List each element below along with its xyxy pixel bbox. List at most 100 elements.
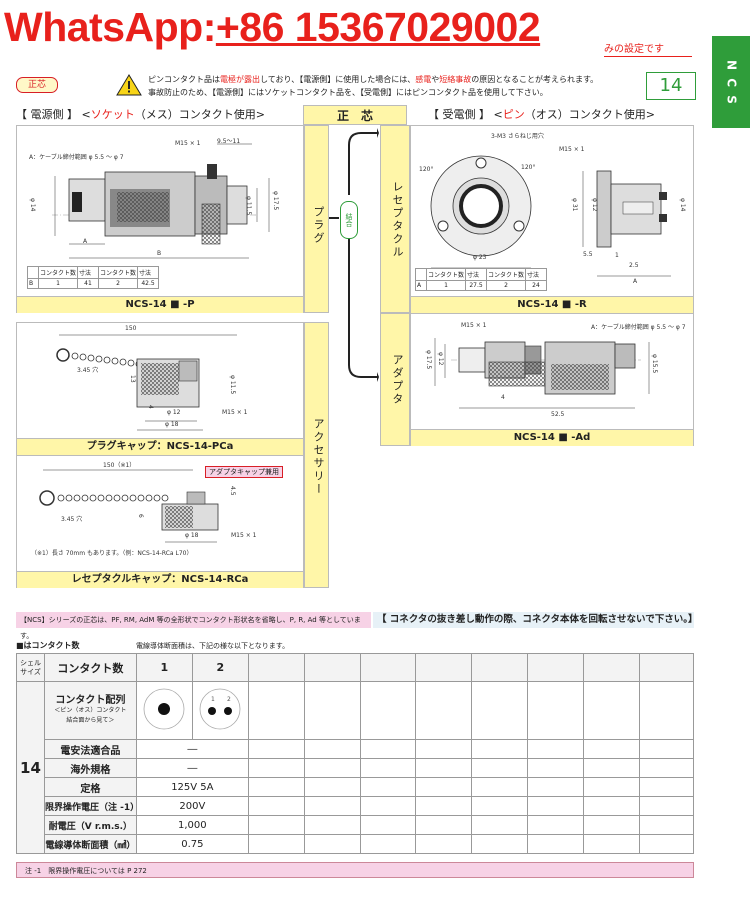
- receptacle-drawing: [430, 155, 671, 277]
- dim-angle-1: 120°: [419, 166, 434, 173]
- spec-header-row: シェル サイズ コンタクト数 1 2: [16, 653, 694, 682]
- adapter-drawing: [434, 338, 650, 409]
- dim-9511: 9.5〜11: [217, 138, 241, 145]
- layout-label: コンタクト配列: [55, 694, 126, 706]
- contact-count-subtitle: 電線導体断面積は、下記の様な以下となります。: [136, 642, 290, 650]
- mating-arrows: 結合: [329, 125, 379, 395]
- row-value-denan: ―: [135, 739, 249, 759]
- dim-d14-r: φ 14: [679, 198, 686, 212]
- adapter-cap-note: アダプタキャップ兼用: [205, 466, 283, 478]
- dim-13: 13: [129, 375, 136, 383]
- row-label-overseas: 海外規格: [43, 758, 137, 778]
- adapter-label-col: アダプタ: [380, 313, 410, 446]
- caption-adapter: NCS-14 ■ -Ad: [411, 429, 693, 446]
- dim-d155-ad: φ 15.5: [651, 354, 658, 374]
- receptacle-cap-drawing: [39, 469, 219, 543]
- dim-m15-rc: M15 × 1: [231, 532, 257, 539]
- dim-a-r: A: [633, 278, 638, 285]
- dim-4-ad: 4: [501, 394, 505, 401]
- warning-line-1: ピンコンタクト品は電極が露出しており、【電源側】に使用した場合には、感電や短絡事…: [148, 75, 599, 84]
- dim-150n: 150（※1）: [103, 462, 136, 469]
- dim-4-pc: 4: [147, 405, 154, 409]
- row-label-limit-voltage: 限界操作電圧（注 -1）: [43, 796, 139, 816]
- row-label-denan: 電安法適合品: [43, 739, 137, 759]
- dim-d12-ad: φ 12: [437, 352, 444, 366]
- dim-a: A: [83, 238, 88, 245]
- col-header-2: 2: [191, 653, 249, 682]
- layout-label-cell: コンタクト配列 ＜ピン（オス）コンタクト 結合面から見て＞: [43, 681, 137, 740]
- layout-1pin-icon: [143, 688, 185, 730]
- dim-m15-pc: M15 × 1: [222, 409, 248, 416]
- caption-receptacle: NCS-14 ■ -R: [411, 296, 693, 313]
- dim-1: 1: [615, 252, 619, 259]
- dim-cable-range: A：ケーブル締付範囲 φ 5.5 〜 φ 7: [29, 154, 124, 161]
- dim-d18-rc: φ 18: [185, 532, 199, 539]
- dim-d31: φ 31: [571, 198, 578, 212]
- dim-m15: M15 × 1: [175, 140, 201, 147]
- dim-25: 2.5: [629, 262, 639, 269]
- spec-row-limit-voltage: 限界操作電圧（注 -1） 200V: [17, 796, 694, 816]
- receptacle-cap-panel: アダプタキャップ兼用 150（※1） 3.45 穴 4.5 6 φ 18 M15…: [16, 455, 304, 588]
- dim-d14: φ 14: [29, 198, 36, 212]
- dim-b: B: [157, 250, 162, 257]
- caption-receptacle-cap: レセプタクルキャップ：NCS-14-RCa: [17, 571, 303, 588]
- label-receptacle: レセプタクル: [391, 181, 404, 259]
- dim-m15-ad: M15 × 1: [461, 322, 487, 329]
- svg-text:1: 1: [211, 696, 215, 703]
- plug-cap-panel: 150 3.45 穴 13 φ 11.5 4 φ 12 M15 × 1 φ 18…: [16, 322, 304, 455]
- mating-arrow-graphic: [329, 128, 379, 382]
- contact-count-header: コンタクト数: [43, 653, 137, 682]
- dim-d12-pc: φ 12: [167, 409, 181, 416]
- side-tab-ncs: N C S: [712, 36, 750, 128]
- contact-count-title: ■はコンタクト数: [16, 641, 80, 650]
- dim-345: 3.45 穴: [77, 367, 99, 374]
- rotation-warning-bar: 【 コネクタの抜き差し動作の際、コネクタ本体を回転させないで下さい。】: [373, 612, 698, 628]
- dim-45: 4.5: [229, 486, 236, 496]
- adapter-panel: M15 × 1 A：ケーブル締付範囲 φ 5.5 〜 φ 7 φ 17.5 φ …: [410, 313, 694, 446]
- receptacle-panel: 3-M3 さらねじ用穴 120° 120° φ 23 M15 × 1 φ 31 …: [410, 125, 694, 313]
- row-label-withstand: 耐電圧（V r.m.s.）: [43, 815, 137, 835]
- shell-size-value: 14: [16, 681, 45, 854]
- warning-icon: [116, 74, 142, 96]
- left-header: 【 電源側 】 <ソケット（メス）コンタクト使用>: [16, 108, 265, 121]
- spec-row-withstand: 耐電圧（V r.m.s.） 1,000: [17, 815, 694, 835]
- dim-d23: φ 23: [473, 254, 487, 261]
- row-value-limit-voltage: 200V: [135, 796, 249, 816]
- dim-d115: φ 11.5: [245, 196, 252, 216]
- whatsapp-banner: WhatsApp:+86 15367029002: [4, 4, 541, 50]
- warning-line-2: 事故防止のため、【電源側】にはソケットコンタクト品を、【受電側】にはピンコンタク…: [148, 88, 548, 97]
- spec-row-conductor: 電線導体断面積（㎟） 0.75: [17, 834, 694, 854]
- row-value-overseas: ―: [135, 758, 249, 778]
- spec-row-denan: 電安法適合品 ―: [17, 739, 694, 759]
- col-header-1: 1: [135, 653, 193, 682]
- badge-seishin: 正芯: [16, 77, 58, 93]
- dim-6: 6: [137, 514, 144, 518]
- spec-row-overseas: 海外規格 ―: [17, 758, 694, 778]
- dim-d12: φ 12: [591, 198, 598, 212]
- row-value-withstand: 1,000: [135, 815, 249, 835]
- row-value-conductor: 0.75: [135, 834, 249, 854]
- row-value-rating: 125V 5A: [135, 777, 249, 797]
- row-label-conductor: 電線導体断面積（㎟）: [43, 834, 137, 854]
- dim-d175: φ 17.5: [272, 191, 279, 211]
- label-accessory: アクセサリー: [312, 418, 325, 496]
- receptacle-label-col: レセプタクル: [380, 125, 410, 313]
- dim-cable-range-ad: A：ケーブル締付範囲 φ 5.5 〜 φ 7: [591, 324, 686, 331]
- dim-m3: 3-M3 さらねじ用穴: [491, 133, 544, 140]
- side-tab-label: N C S: [724, 60, 739, 106]
- layout-sub2: 結合面から見て＞: [66, 716, 115, 724]
- spec-note: 注 -1 限界操作電圧については P 272: [16, 862, 694, 878]
- footnote: （※1）長さ 70mm もあります。（例：NCS-14-RCa L70）: [31, 550, 193, 557]
- whatsapp-number[interactable]: +86 15367029002: [215, 4, 541, 50]
- dim-m15-r: M15 × 1: [559, 146, 585, 153]
- right-header: 【 受電側 】 <ピン（オス）コンタクト使用>: [428, 108, 655, 121]
- plug-cap-drawing: [56, 334, 237, 431]
- series-note-bar: 【NCS】シリーズの正芯は、PF, RM, AdM 等の全形状でコンタクト形状名…: [16, 612, 371, 640]
- shell-size-header: シェル サイズ: [16, 653, 45, 682]
- caption-plug-cap: プラグキャップ：NCS-14-PCa: [17, 438, 303, 455]
- center-header: 正 芯: [303, 105, 407, 125]
- accessory-label-col: アクセサリー: [304, 322, 329, 588]
